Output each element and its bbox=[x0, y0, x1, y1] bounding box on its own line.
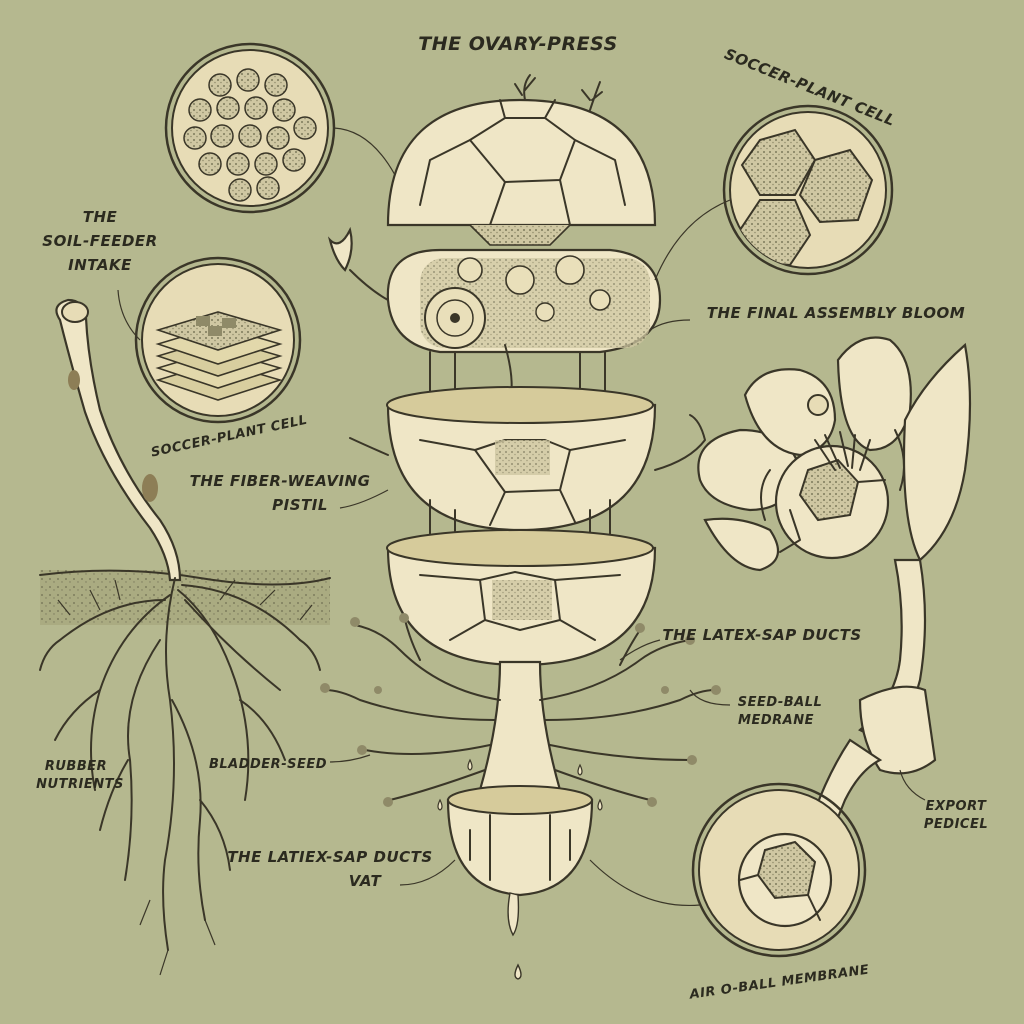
soil-line bbox=[39, 569, 331, 586]
leaf-stem bbox=[349, 269, 389, 301]
bloom-stamens bbox=[814, 431, 871, 471]
pollen-node bbox=[807, 394, 829, 416]
label-fiber-weaving-2: PISTIL bbox=[272, 496, 328, 514]
layered-cell-circle bbox=[117, 256, 302, 424]
label-fiber-weaving-1: THE FIBER-WEAVING bbox=[190, 472, 371, 490]
bloom-ball-hex bbox=[798, 458, 860, 522]
bloom-petal bbox=[743, 368, 837, 457]
label-bladder-seed: BLADDER-SEED bbox=[209, 757, 327, 772]
gears bbox=[424, 255, 611, 349]
leaf bbox=[327, 226, 353, 272]
latex-vat-rim bbox=[447, 785, 593, 815]
side-tendril bbox=[349, 437, 389, 456]
latex-sap-branches bbox=[324, 619, 716, 801]
label-export-1: EXPORT bbox=[926, 799, 987, 814]
label-air-ball-membrane: AIR O-BALL MEMBRANE bbox=[688, 962, 871, 1002]
export-pedicel-tube bbox=[858, 685, 937, 775]
label-soil-feeder-1: THE bbox=[83, 208, 118, 226]
bloom-ball-seam bbox=[779, 509, 801, 553]
soccer-plant-cell-circle bbox=[654, 104, 894, 281]
layered-sheets bbox=[155, 311, 283, 401]
root-nodule bbox=[142, 474, 158, 502]
label-rubber-2: NUTRIENTS bbox=[36, 777, 124, 792]
sprout bbox=[581, 81, 603, 111]
leader-line bbox=[333, 127, 396, 176]
latex-vat-seams bbox=[469, 814, 571, 881]
label-export-2: PEDICEL bbox=[924, 817, 988, 832]
lower-bowl-hex-seams bbox=[419, 571, 621, 641]
leader-line bbox=[589, 859, 701, 907]
sprout bbox=[514, 74, 536, 101]
root-branches bbox=[39, 577, 321, 951]
soil-layer bbox=[40, 570, 330, 625]
final-assembly-bloom bbox=[697, 336, 972, 864]
seed-cluster bbox=[183, 68, 317, 202]
bloom-ball-seam bbox=[857, 479, 886, 483]
bloom-petal bbox=[902, 342, 972, 562]
label-soil-feeder-3: INTAKE bbox=[68, 256, 132, 274]
lower-bowl-rim bbox=[386, 529, 654, 567]
bladder-seed-pods bbox=[320, 613, 721, 807]
side-tendril bbox=[654, 414, 706, 471]
hex-cells bbox=[738, 128, 874, 267]
middle-bowl-core bbox=[495, 440, 550, 475]
top-dome bbox=[386, 98, 657, 227]
robotic-arm bbox=[894, 429, 905, 491]
top-dome-hex-seams bbox=[419, 99, 626, 226]
label-soil-feeder-2: SOIL-FEEDER bbox=[42, 232, 157, 250]
label-seed-ball-1: SEED-BALL bbox=[738, 695, 823, 710]
bloom-petal bbox=[703, 517, 780, 572]
lower-bowl-core bbox=[492, 580, 552, 620]
latex-vat bbox=[446, 798, 594, 897]
vat-drip bbox=[507, 892, 520, 937]
leader-line bbox=[654, 199, 731, 281]
air-ball-membrane-circle bbox=[589, 782, 867, 958]
sap-trunk bbox=[478, 660, 562, 792]
label-latex-sap-ducts: THE LATEX-SAP DUCTS bbox=[662, 626, 861, 644]
robotic-arm bbox=[760, 469, 771, 521]
diagram-title: THE OVARY-PRESS bbox=[418, 33, 618, 55]
vat-drop bbox=[514, 963, 522, 980]
middle-bowl-rim bbox=[386, 386, 654, 424]
bloom-petal bbox=[836, 336, 912, 452]
label-seed-ball-2: MEDRANE bbox=[738, 713, 814, 728]
root-tip bbox=[61, 301, 89, 323]
label-vat-1: THE LATIEX-SAP DUCTS bbox=[227, 848, 432, 866]
label-final-assembly-bloom: THE FINAL ASSEMBLY BLOOM bbox=[707, 304, 966, 322]
root-nodule bbox=[68, 370, 80, 390]
top-dome-core bbox=[469, 224, 571, 246]
leader-line bbox=[117, 289, 141, 341]
label-soccer-plant-cell-left: SOCCER-PLANT CELL bbox=[150, 413, 309, 461]
label-rubber-1: RUBBER bbox=[45, 759, 107, 774]
sap-droplets bbox=[437, 758, 603, 811]
soil-feeder-root-system bbox=[39, 298, 331, 976]
seed-cluster-circle bbox=[164, 42, 396, 214]
leader-lines bbox=[329, 319, 926, 886]
label-vat-2: VAT bbox=[349, 872, 383, 890]
root-hairs bbox=[57, 579, 313, 976]
ovary-press-stack bbox=[320, 74, 721, 980]
